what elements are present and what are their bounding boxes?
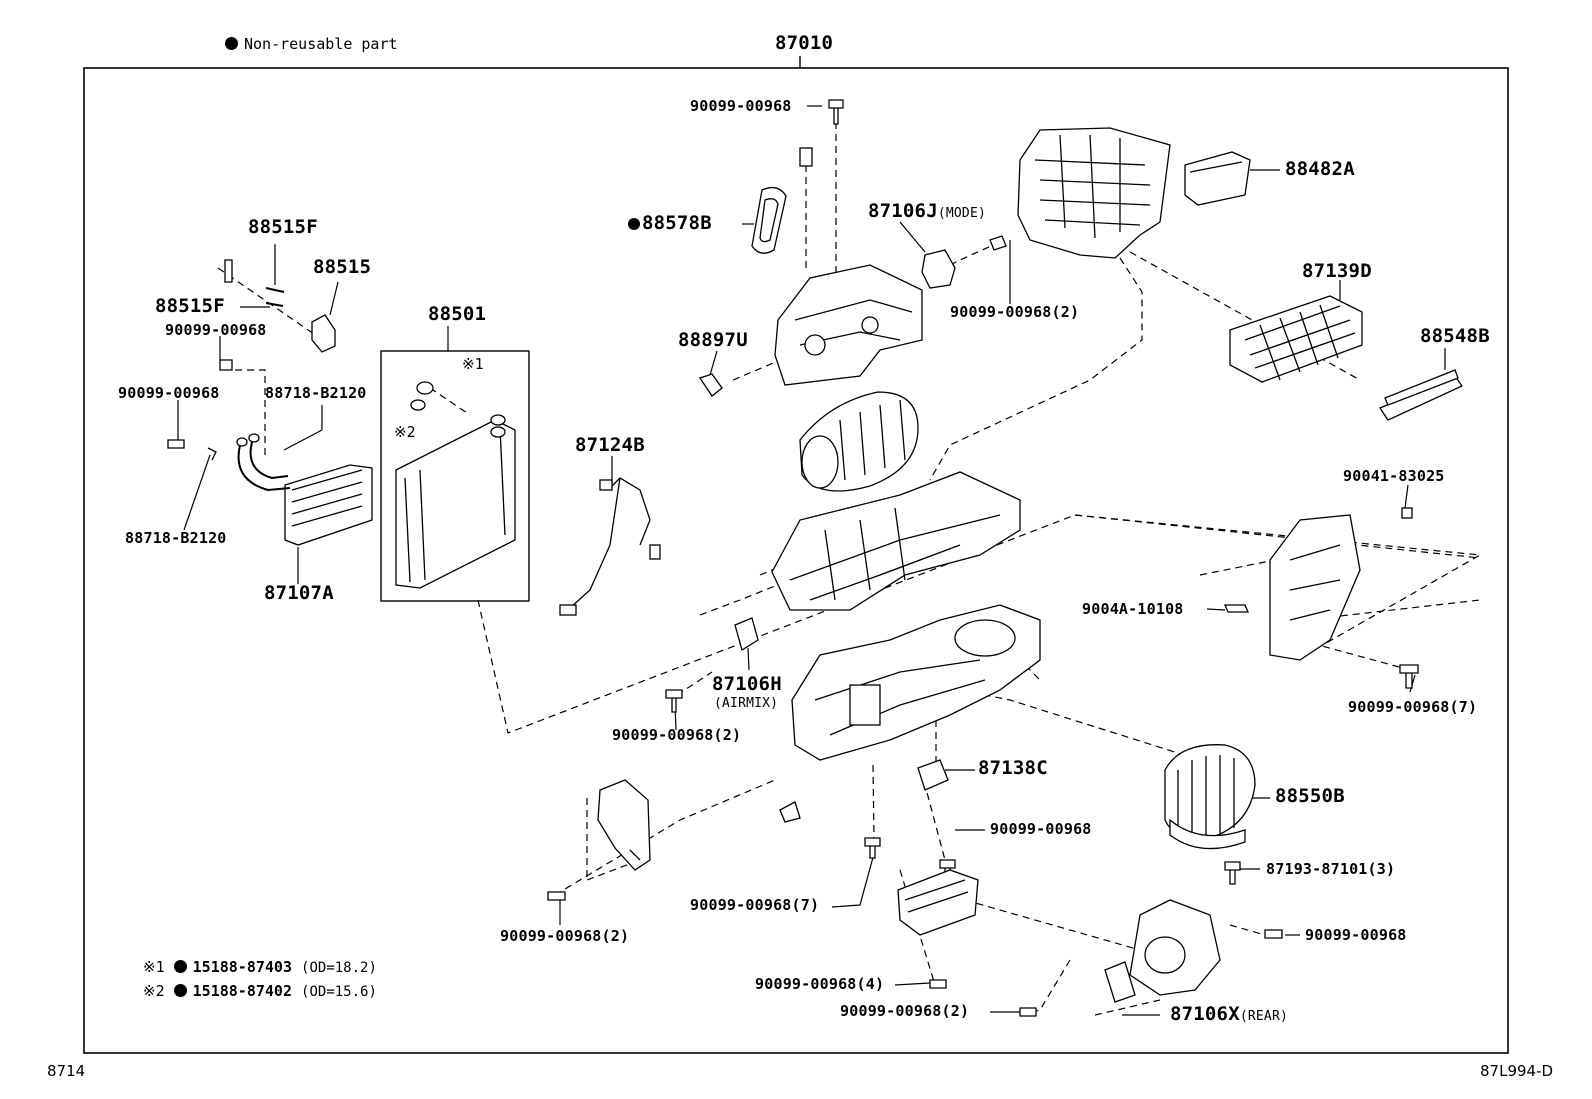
bullet-icon	[173, 984, 187, 997]
part-label-tag: (AIRMIX)	[714, 696, 779, 711]
part-label: 88578B	[628, 214, 712, 233]
footer-left: 8714	[47, 1062, 86, 1080]
o-ring-2	[410, 399, 426, 411]
footnote-2: ※2 15188-87402 (OD=15.6)	[143, 982, 377, 1000]
bullet-icon	[225, 37, 238, 50]
upper-case	[774, 264, 923, 386]
o-ring-1	[416, 381, 434, 395]
heater-core-87107a	[284, 464, 373, 546]
part-label: 90099-00968	[165, 321, 267, 339]
part-label: 88718-B2120	[125, 529, 227, 547]
part-label: 88550B	[1275, 785, 1345, 807]
part-label: 88548B	[1420, 325, 1490, 347]
part-label: 90099-00968	[1305, 926, 1407, 944]
footnote-1: ※1 15188-87403 (OD=18.2)	[143, 958, 377, 976]
part-label: 88718-B2120	[265, 384, 367, 402]
part-label: 90099-00968(2)	[612, 726, 742, 744]
part-label: 88501	[428, 303, 487, 325]
part-label: 90041-83025	[1343, 467, 1445, 485]
left-bracket	[597, 779, 651, 871]
part-label: 90099-00968(2)	[950, 303, 1080, 321]
cover-88482a	[1184, 151, 1251, 206]
assembly-frame	[83, 67, 1509, 1054]
part-label: 90099-00968(4)	[755, 975, 885, 993]
part-label: 88515F	[155, 295, 225, 317]
part-label: 87124B	[575, 434, 645, 456]
part-label: 90099-00968(7)	[1348, 698, 1478, 716]
part-label: 90099-00968	[118, 384, 220, 402]
assembly-number: 87010	[775, 32, 834, 54]
top-case-right	[1017, 127, 1171, 259]
clip-small	[799, 147, 813, 167]
legend-non-reusable: Non-reusable part	[225, 37, 398, 52]
legend-text: Non-reusable part	[244, 35, 398, 53]
mark-2: ※2	[394, 423, 416, 441]
part-label: 9004A-10108	[1082, 600, 1184, 618]
bullet-icon	[628, 218, 640, 230]
part-label: 90099-00968(7)	[690, 896, 820, 914]
part-label: 87107A	[264, 582, 334, 604]
part-label: 90099-00968	[990, 820, 1092, 838]
mark-1: ※1	[462, 355, 484, 373]
resistor-87138c	[917, 759, 949, 791]
part-label: 90099-00968(2)	[500, 927, 630, 945]
part-label: 88515F	[248, 216, 318, 238]
part-label: 87193-87101(3)	[1266, 860, 1396, 878]
bullet-icon	[173, 960, 187, 973]
evaporator-group-box	[380, 350, 530, 602]
part-label: 87106X(REAR)	[1170, 1003, 1289, 1025]
part-label: 87106J(MODE)	[868, 200, 987, 222]
bolt-top	[828, 99, 844, 125]
sensor-88897u	[698, 373, 723, 397]
bracket-right	[1269, 514, 1361, 661]
part-label: 87106H	[712, 673, 782, 695]
leader-lines	[177, 105, 1446, 1016]
evaporator-88501	[395, 419, 516, 589]
part-label: 87138C	[978, 757, 1048, 779]
expansion-valve-88515	[311, 314, 336, 353]
part-label: 88897U	[678, 329, 748, 351]
actuator-87106h	[734, 617, 759, 652]
part-label: 88515	[313, 256, 372, 278]
actuator-87106j	[921, 249, 956, 289]
part-label: 90099-00968(2)	[840, 1002, 970, 1020]
footer-right: 87L994-D	[1480, 1062, 1554, 1080]
part-label: 87139D	[1302, 260, 1372, 282]
part-label: 90099-00968	[690, 97, 792, 115]
part-label: 88482A	[1285, 158, 1355, 180]
part-shapes	[167, 99, 1463, 1017]
harness-87124b	[569, 477, 651, 609]
